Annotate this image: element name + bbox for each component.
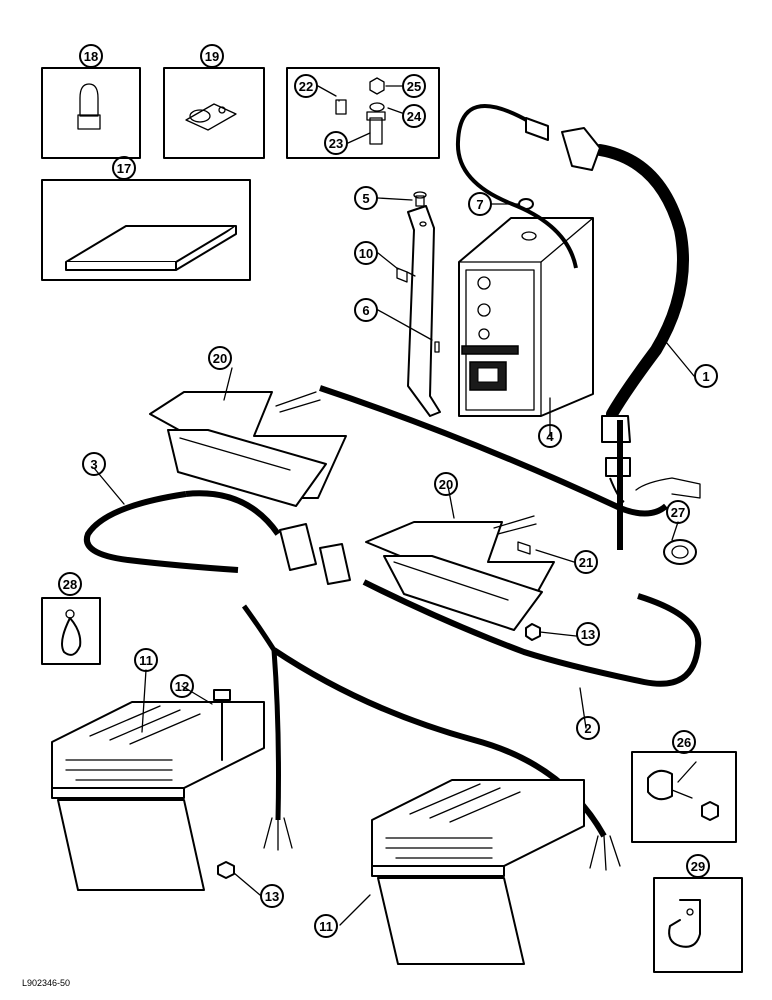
svg-text:26: 26 xyxy=(677,735,691,750)
inset-17-panel xyxy=(41,179,251,281)
callout-13a: 13 xyxy=(576,622,600,646)
callout-21: 21 xyxy=(574,550,598,574)
svg-text:19: 19 xyxy=(205,49,219,64)
inset-18-bulb xyxy=(41,67,141,159)
hardware-screw-nut xyxy=(517,477,701,641)
leader-lines xyxy=(93,85,697,926)
callout-22: 22 xyxy=(294,74,318,98)
mounting-bracket xyxy=(407,205,441,417)
svg-text:21: 21 xyxy=(579,555,593,570)
svg-text:20: 20 xyxy=(213,351,227,366)
callout-13b: 13 xyxy=(260,884,284,908)
harness-1-cable xyxy=(455,104,689,503)
inset-29-clip xyxy=(653,877,743,973)
callout-2: 2 xyxy=(576,716,600,740)
svg-text:11: 11 xyxy=(139,653,153,668)
display-panel-20a xyxy=(149,391,347,507)
svg-text:13: 13 xyxy=(581,627,595,642)
callout-23: 23 xyxy=(324,131,348,155)
svg-text:13: 13 xyxy=(265,889,279,904)
callout-18: 18 xyxy=(79,44,103,68)
callout-4: 4 xyxy=(538,424,562,448)
svg-text:2: 2 xyxy=(584,721,591,736)
svg-text:7: 7 xyxy=(476,197,483,212)
svg-text:6: 6 xyxy=(362,303,369,318)
nut-13-lower xyxy=(217,861,235,879)
svg-text:4: 4 xyxy=(546,429,554,444)
inset-19-clip xyxy=(163,67,265,159)
callout-11b: 11 xyxy=(314,914,338,938)
callout-1: 1 xyxy=(694,364,718,388)
callout-29: 29 xyxy=(686,854,710,878)
inset-28-strap xyxy=(41,597,101,665)
callout-26: 26 xyxy=(672,730,696,754)
svg-text:28: 28 xyxy=(63,577,77,592)
callout-6: 6 xyxy=(354,298,378,322)
display-panel-20b xyxy=(365,515,555,631)
callout-25: 25 xyxy=(402,74,426,98)
callout-27: 27 xyxy=(666,500,690,524)
inset-22-25-hardware xyxy=(286,67,440,159)
svg-text:22: 22 xyxy=(299,79,313,94)
control-box xyxy=(458,217,594,417)
svg-text:29: 29 xyxy=(691,859,705,874)
figure-id: L902346-50 xyxy=(22,978,70,988)
svg-text:20: 20 xyxy=(439,477,453,492)
callout-5: 5 xyxy=(354,186,378,210)
svg-text:25: 25 xyxy=(407,79,421,94)
svg-text:12: 12 xyxy=(175,679,189,694)
module-11a xyxy=(51,689,265,891)
callout-7: 7 xyxy=(468,192,492,216)
callout-24: 24 xyxy=(402,104,426,128)
svg-text:5: 5 xyxy=(362,191,369,206)
svg-text:11: 11 xyxy=(319,919,333,934)
callout-11a: 11 xyxy=(134,648,158,672)
callout-20a: 20 xyxy=(208,346,232,370)
svg-text:24: 24 xyxy=(407,109,422,124)
callout-17: 17 xyxy=(112,156,136,180)
module-11b xyxy=(371,779,585,965)
inset-26-clamp xyxy=(631,751,737,843)
harness-3-loop xyxy=(83,420,702,687)
callout-3: 3 xyxy=(82,452,106,476)
callout-19: 19 xyxy=(200,44,224,68)
svg-text:27: 27 xyxy=(671,505,685,520)
callout-10: 10 xyxy=(354,241,378,265)
callout-12: 12 xyxy=(170,674,194,698)
svg-text:23: 23 xyxy=(329,136,343,151)
svg-text:3: 3 xyxy=(90,457,97,472)
svg-text:18: 18 xyxy=(84,49,98,64)
callout-28: 28 xyxy=(58,572,82,596)
callout-20b: 20 xyxy=(434,472,458,496)
svg-text:1: 1 xyxy=(702,369,709,384)
svg-text:17: 17 xyxy=(117,161,131,176)
svg-text:10: 10 xyxy=(359,246,373,261)
